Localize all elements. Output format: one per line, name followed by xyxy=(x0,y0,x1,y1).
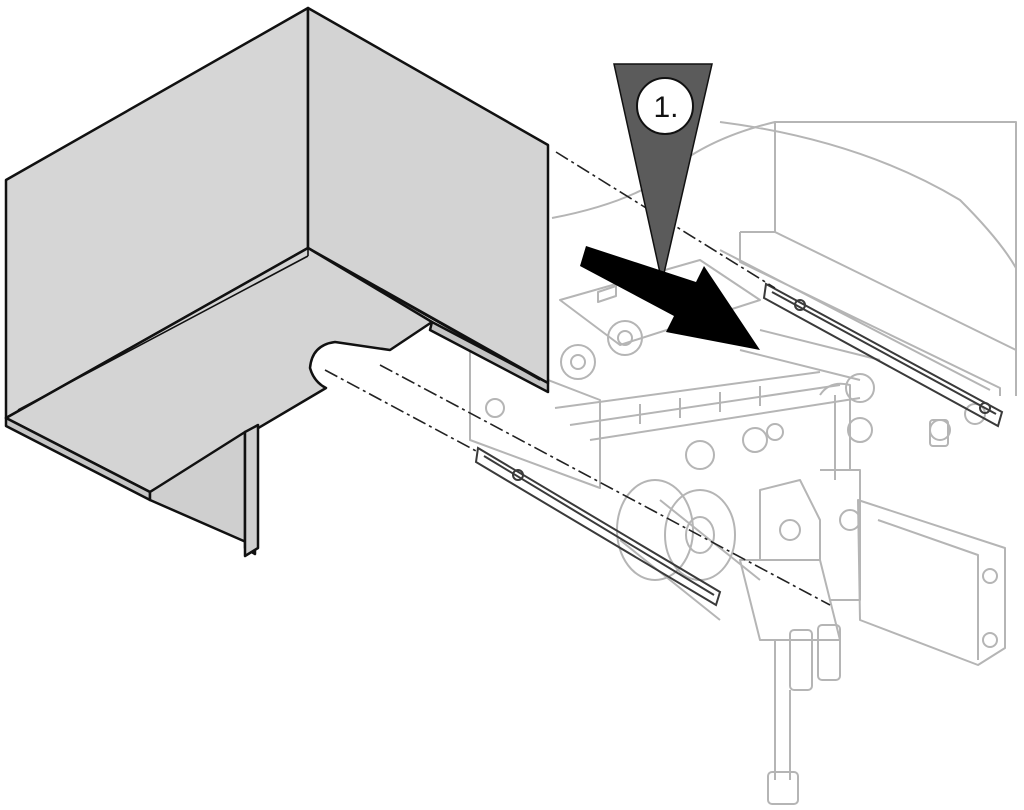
control-knob-left xyxy=(560,344,596,380)
alignment-line-center xyxy=(379,364,831,606)
cover-bottom-face xyxy=(4,246,434,494)
boiler-casing-lower xyxy=(719,232,1001,396)
boiler-unit-faded xyxy=(469,121,1017,805)
pump-assembly xyxy=(616,469,861,641)
pipe-connectors xyxy=(767,419,949,805)
alignment-line-bottom xyxy=(324,369,479,453)
internal-plumbing xyxy=(554,329,986,480)
push-direction-arrow-icon xyxy=(580,246,760,350)
step-marker: 1. xyxy=(613,63,713,283)
cover-panel xyxy=(4,6,550,558)
mounting-rail-left xyxy=(474,446,722,607)
step-number-badge xyxy=(636,77,694,135)
wall-bracket xyxy=(857,499,1006,666)
control-knob-right xyxy=(607,320,643,356)
cover-flange-face xyxy=(243,423,260,558)
mounting-rail-right xyxy=(762,282,1004,428)
step-number-label: 1. xyxy=(653,91,678,124)
